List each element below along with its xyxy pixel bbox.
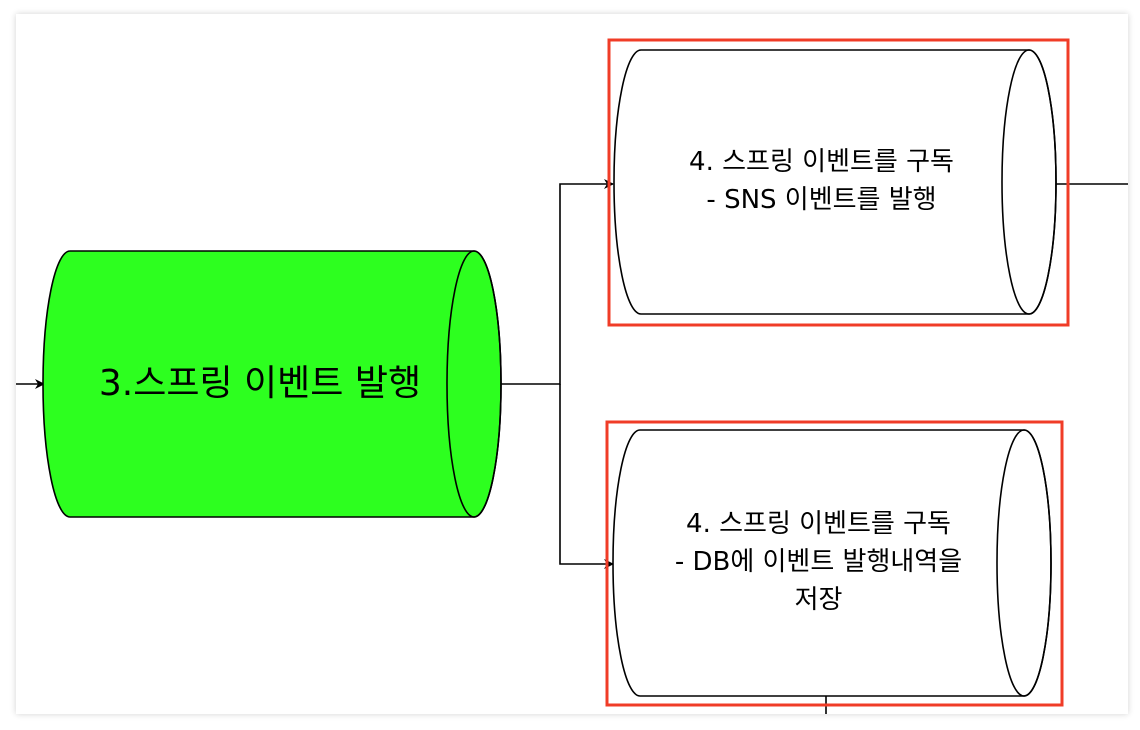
sns-cylinder-cap — [1001, 49, 1057, 315]
sns-label-line-2: - SNS 이벤트를 발행 — [706, 185, 937, 215]
db-label-line-2: - DB에 이벤트 발행내역을 — [674, 547, 963, 578]
publish-label: 3.스프링 이벤트 발행 — [46, 251, 474, 517]
edge-publish-to-db — [559, 384, 614, 569]
db-label-line-3: 저장 — [794, 584, 843, 615]
diagram-canvas: 3.스프링 이벤트 발행 4. 스프링 이벤트를 구독 - SNS 이벤트를 발… — [16, 14, 1128, 714]
subscribe-db-node — [605, 420, 1064, 707]
db-label-line-1: 4. 스프링 이벤트를 구독 — [686, 509, 951, 540]
sns-highlight-box — [607, 38, 1070, 327]
subscribe-db-label: 4. 스프링 이벤트를 구독 - DB에 이벤트 발행내역을 저장 — [613, 430, 1024, 696]
diagram-svg — [16, 38, 1128, 714]
subscribe-sns-node — [607, 38, 1070, 327]
db-highlight-box — [605, 420, 1064, 707]
publish-label-line: 3.스프링 이벤트 발행 — [98, 362, 422, 404]
sns-label-line-1: 4. 스프링 이벤트를 구독 — [689, 147, 954, 178]
edge-publish-to-sns — [500, 179, 614, 385]
publish-node — [42, 250, 502, 518]
subscribe-sns-label: 4. 스프링 이벤트를 구독 - SNS 이벤트를 발행 — [614, 50, 1029, 314]
db-cylinder-cap — [996, 429, 1052, 697]
publish-cylinder-cap — [446, 250, 502, 518]
